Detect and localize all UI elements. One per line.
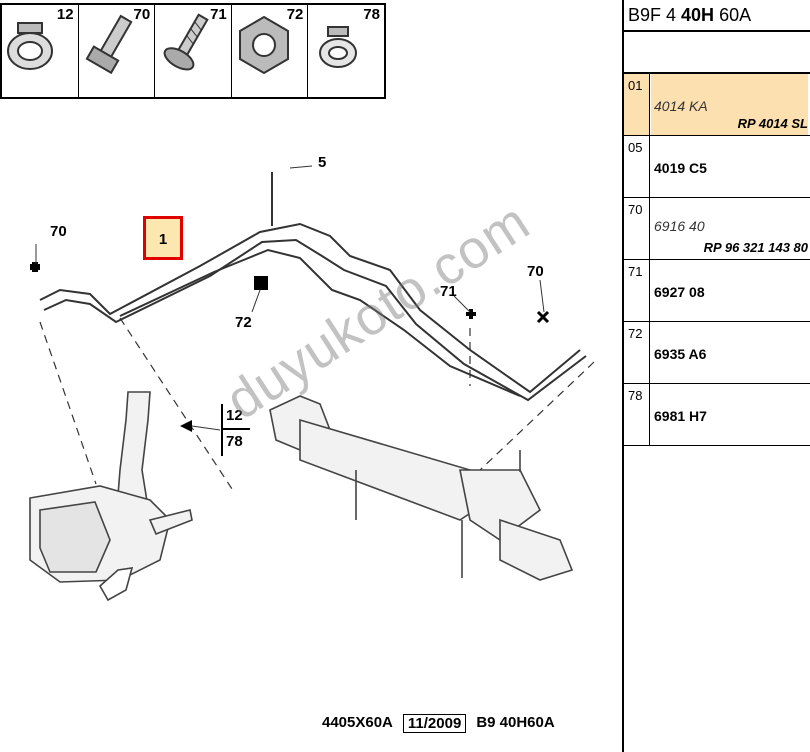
- thumbnail-71[interactable]: 71: [155, 5, 232, 97]
- title-part: 60A: [714, 5, 752, 25]
- parts-list-panel: B9F 4 40H 60A 01 4014 KA RP 4014 SL 05 4…: [622, 0, 810, 752]
- panel-title: B9F 4 40H 60A: [624, 0, 810, 30]
- row-code: 6916 40: [654, 218, 705, 234]
- exploded-diagram: 12 70 71: [0, 3, 595, 733]
- callout-part-70-left[interactable]: 70: [50, 223, 67, 240]
- row-ref: 72: [624, 322, 650, 383]
- thumbnail-72[interactable]: 72: [232, 5, 309, 97]
- row-ref: 71: [624, 260, 650, 321]
- footer-code: B9 40H60A: [476, 714, 555, 731]
- callout-part-5[interactable]: 5: [318, 154, 327, 171]
- parts-thumbnail-strip: 12 70 71: [0, 3, 386, 99]
- row-code: 6935 A6: [654, 346, 707, 362]
- callout-stack-12-78[interactable]: 12 78: [221, 404, 250, 456]
- hose-lines-drawing: [39, 172, 587, 402]
- row-code: 4014 KA: [654, 98, 708, 114]
- row-code: 6981 H7: [654, 408, 707, 424]
- callout-part-71[interactable]: 71: [440, 283, 457, 300]
- parts-row[interactable]: 05 4019 C5: [624, 136, 810, 198]
- callout-label: 1: [158, 231, 168, 248]
- thumbnail-12[interactable]: 12: [2, 5, 79, 97]
- panel-header-spacer: [624, 30, 810, 74]
- row-sub: RP 96 321 143 80: [703, 240, 808, 255]
- row-ref: 01: [624, 74, 650, 135]
- thumbnail-number: 71: [210, 6, 227, 23]
- fastener-markers: [30, 262, 550, 432]
- title-part: B9F 4: [628, 5, 682, 25]
- bolt-icon: [85, 14, 133, 75]
- thumbnail-number: 70: [133, 6, 151, 23]
- parts-row[interactable]: 70 6916 40 RP 96 321 143 80: [624, 198, 810, 260]
- stack-label: 12: [226, 407, 243, 424]
- power-steering-pump-drawing: [29, 391, 193, 602]
- row-ref: 70: [624, 198, 650, 259]
- thumbnail-number: 78: [363, 6, 380, 23]
- row-sub: RP 4014 SL: [737, 116, 808, 131]
- footer-date: 11/2009: [402, 714, 467, 733]
- title-bold-part: 40H: [681, 5, 715, 25]
- callout-part-1[interactable]: 1: [143, 216, 183, 260]
- leader-lines: [39, 317, 595, 493]
- callout-part-72[interactable]: 72: [235, 314, 252, 331]
- parts-row[interactable]: 71 6927 08: [624, 260, 810, 322]
- callout-part-70-right[interactable]: 70: [527, 263, 544, 280]
- thumbnail-number: 72: [286, 6, 304, 23]
- thumbnail-78[interactable]: 78: [308, 5, 384, 97]
- parts-row[interactable]: 72 6935 A6: [624, 322, 810, 384]
- row-code: 6927 08: [654, 284, 705, 300]
- screw-icon: [163, 13, 209, 71]
- row-ref: 78: [624, 384, 650, 445]
- steering-rack-drawing: [269, 395, 574, 581]
- small-clamp-icon: [319, 26, 358, 68]
- row-ref: 05: [624, 136, 650, 197]
- hose-clamp-icon: [7, 22, 53, 70]
- nut-icon: [238, 15, 289, 75]
- row-code: 4019 C5: [654, 160, 707, 176]
- thumbnail-70[interactable]: 70: [79, 5, 156, 97]
- stack-label: 78: [223, 428, 250, 454]
- diagram-footer: 4405X60A 11/2009 B9 40H60A: [322, 714, 555, 733]
- thumbnail-number: 12: [56, 6, 74, 23]
- footer-ref: 4405X60A: [322, 714, 393, 731]
- parts-row[interactable]: 78 6981 H7: [624, 384, 810, 446]
- parts-row[interactable]: 01 4014 KA RP 4014 SL: [624, 74, 810, 136]
- assembly-drawing: [29, 165, 595, 602]
